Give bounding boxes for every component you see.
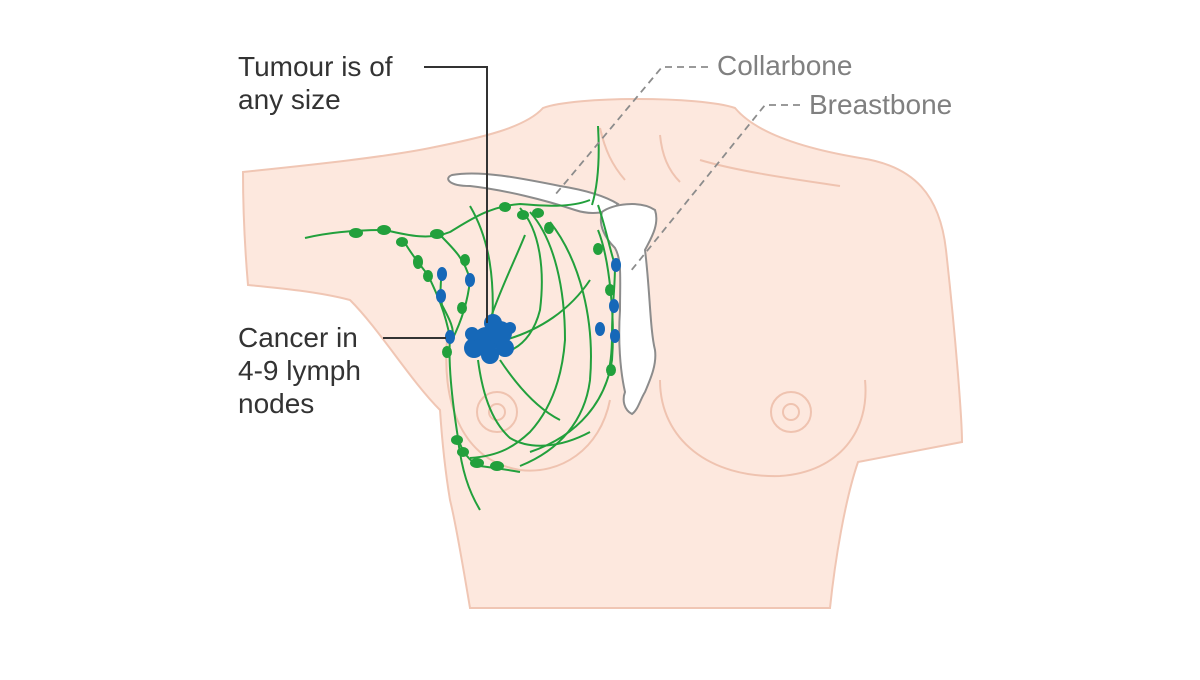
- torso-body: [243, 99, 962, 608]
- healthy-lymph-node: [517, 210, 529, 220]
- healthy-lymph-node: [430, 229, 444, 239]
- healthy-lymph-node: [605, 284, 615, 296]
- tumour-lobe: [481, 346, 499, 364]
- tumour-label-line-1: Tumour is of: [238, 51, 393, 82]
- healthy-lymph-node: [544, 222, 554, 234]
- healthy-lymph-node: [377, 225, 391, 235]
- healthy-lymph-node: [593, 243, 603, 255]
- healthy-lymph-node: [457, 302, 467, 314]
- cancer-lymph-node: [595, 322, 605, 336]
- tumour-lobe: [465, 327, 479, 341]
- healthy-lymph-node: [460, 254, 470, 266]
- cancer-lymph-node: [465, 273, 475, 287]
- healthy-lymph-node: [499, 202, 511, 212]
- nodes-label-line-3: nodes: [238, 388, 314, 419]
- tumour-label-line-2: any size: [238, 84, 341, 115]
- torso: [243, 99, 962, 608]
- healthy-lymph-node: [490, 461, 504, 471]
- healthy-lymph-node: [606, 364, 616, 376]
- healthy-lymph-node: [470, 458, 484, 468]
- nodes-label-line-1: Cancer in: [238, 322, 358, 353]
- tumour-lobe: [504, 322, 516, 334]
- healthy-lymph-node: [442, 346, 452, 358]
- healthy-lymph-node: [349, 228, 363, 238]
- cancer-lymph-node: [609, 299, 619, 313]
- cancer-lymph-node: [437, 267, 447, 281]
- breastbone-label: Breastbone: [809, 89, 952, 120]
- cancer-lymph-node: [436, 289, 446, 303]
- nodes-label-line-2: 4-9 lymph: [238, 355, 361, 386]
- healthy-lymph-node: [396, 237, 408, 247]
- healthy-lymph-node: [451, 435, 463, 445]
- healthy-lymph-node: [423, 270, 433, 282]
- cancer-lymph-node: [445, 330, 455, 344]
- collarbone-label: Collarbone: [717, 50, 852, 81]
- healthy-lymph-node: [413, 255, 423, 269]
- healthy-lymph-node: [457, 447, 469, 457]
- cancer-lymph-node: [611, 258, 621, 272]
- cancer-lymph-node: [610, 329, 620, 343]
- healthy-lymph-node: [532, 208, 544, 218]
